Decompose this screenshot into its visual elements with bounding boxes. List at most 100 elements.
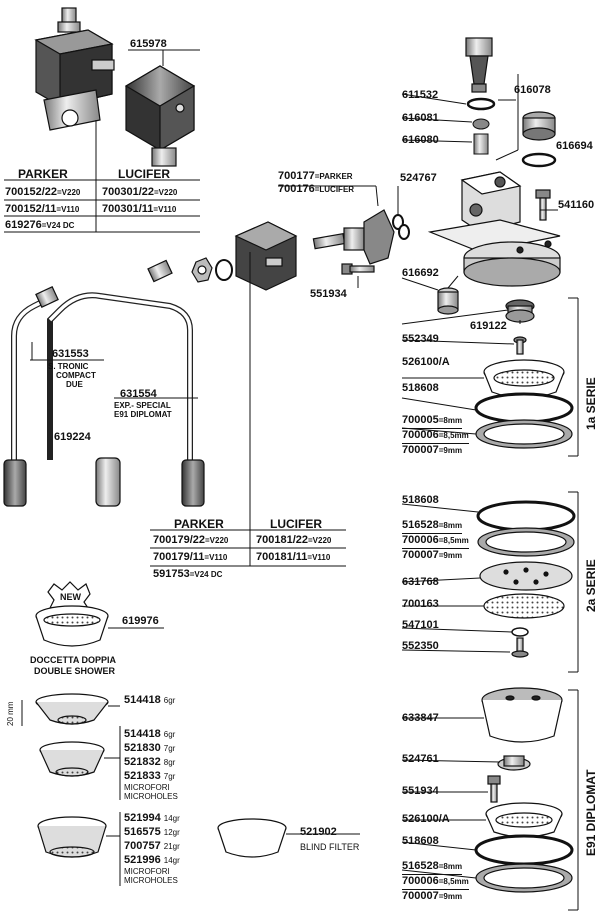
leader-line [401, 759, 501, 763]
o-ring-524767 [398, 224, 410, 240]
part-521994: 521994 14gr [124, 812, 180, 824]
microholes-1: MICROHOLES [124, 792, 178, 801]
part-615978: 615978 [130, 38, 167, 50]
part-611532: 611532 [402, 89, 439, 101]
leader-line [447, 275, 459, 289]
lucifer-header-2: LUCIFER [270, 517, 322, 531]
part-516528-1: 516528=8mm [402, 519, 463, 534]
part-700005: 700005=8mm [402, 414, 463, 429]
tube-631553-desc-1: S. TRONIC [48, 362, 89, 371]
part-541160: 541160 [558, 199, 595, 211]
gasket-518608c [474, 834, 574, 866]
part-521833: 521833 7gr [124, 770, 176, 782]
part-619976: 619976 [122, 615, 159, 627]
double-shower-619976 [35, 605, 109, 647]
screw-551934b [487, 775, 501, 803]
cap-616694 [522, 111, 556, 141]
part-700007-3: 700007=9mm [402, 890, 463, 902]
part-524767: 524767 [400, 172, 437, 184]
part-616080: 616080 [402, 134, 439, 146]
screw-541160 [535, 189, 551, 221]
o-ring-616694 [521, 152, 557, 168]
part-521830: 521830 7gr [124, 742, 176, 754]
leader-line [401, 117, 473, 123]
screw-551934 [341, 263, 375, 275]
gasket-700005 [475, 419, 573, 449]
leader-line [375, 185, 379, 207]
part-700301-22: 700301/22=V220 [102, 186, 178, 198]
microfori-2: MICROFORI [124, 867, 170, 876]
solenoid-valve-parker [34, 7, 115, 131]
washer-547101 [511, 627, 529, 637]
leader-line [401, 841, 477, 851]
part-700006-2: 700006=8,5mm [402, 534, 469, 549]
double-shower: DOUBLE SHOWER [34, 666, 115, 676]
part-700006-3: 700006=8,5mm [402, 875, 469, 890]
part-518608-2: 518608 [402, 494, 439, 506]
part-591753: 591753=V24 DC [153, 568, 223, 580]
gasket-518608b [476, 500, 576, 532]
part-631553: 631553 [52, 348, 89, 360]
nut-616692 [437, 287, 459, 315]
part-633847: 633847 [402, 712, 439, 724]
tube-631554-desc-2: E91 DIPLOMAT [114, 410, 172, 419]
part-700007-2: 700007=9mm [402, 549, 463, 561]
gasket-518608 [474, 392, 574, 424]
parker-header-2: PARKER [174, 517, 224, 531]
leader-line [401, 577, 481, 583]
leader-line [401, 93, 467, 105]
o-ring-611532 [466, 97, 496, 111]
part-616692: 616692 [402, 267, 439, 279]
part-700007-1: 700007=9mm [402, 444, 463, 456]
part-619276: 619276=V24 DC [5, 219, 75, 231]
part-514418-b: 514418 6gr [124, 728, 176, 740]
shower-526100a [483, 359, 565, 399]
end-fittings [3, 457, 205, 507]
washer-616081 [472, 118, 490, 130]
part-700006-1: 700006=8,5mm [402, 429, 469, 444]
part-524761: 524761 [402, 753, 439, 765]
blind-filter-521902 [217, 818, 287, 858]
nut [191, 257, 213, 283]
part-619122: 619122 [470, 320, 507, 332]
coil-615978 [124, 65, 196, 167]
dimension-20mm: 20 mm [6, 701, 15, 726]
part-700181-22: 700181/22=V220 [256, 534, 332, 546]
shower-700163 [483, 593, 565, 619]
part-700152-11: 700152/11=V110 [5, 203, 80, 215]
blind-filter: BLIND FILTER [300, 842, 360, 852]
part-547101: 547101 [402, 619, 439, 631]
tube-631554-desc-1: EXP.- SPECIAL [114, 401, 171, 410]
part-616081: 616081 [402, 112, 439, 124]
parker-header: PARKER [18, 167, 68, 181]
part-552350: 552350 [402, 640, 439, 652]
table-lines [4, 179, 200, 233]
valve-stem-700177 [312, 209, 395, 265]
part-551934-b: 551934 [402, 785, 439, 797]
part-700757: 700757 21gr [124, 840, 180, 852]
nozzle-616080 [473, 133, 489, 155]
part-700177: 700177=PARKER [278, 170, 353, 182]
part-700176: 700176=LUCIFER [278, 183, 355, 195]
microholes-2: MICROHOLES [124, 876, 178, 885]
gasket-516528 [477, 527, 575, 557]
disperser-631768 [479, 561, 573, 591]
e91-diplomat-label: E91 DIPLOMAT [584, 769, 598, 856]
part-616694: 616694 [556, 140, 593, 152]
table-lines [150, 529, 346, 567]
part-700179-11: 700179/11=V110 [153, 551, 228, 563]
part-700152-22: 700152/22=V220 [5, 186, 81, 198]
part-700301-11: 700301/11=V110 [102, 203, 177, 215]
leader-line [495, 149, 519, 161]
part-631768: 631768 [402, 576, 439, 588]
part-526100a-2: 526100/A [402, 813, 450, 825]
part-700179-22: 700179/22=V220 [153, 534, 229, 546]
part-616078: 616078 [514, 84, 551, 96]
fitting [35, 286, 59, 308]
doccetta-doppia: DOCCETTA DOPPIA [30, 655, 117, 665]
part-521832: 521832 8gr [124, 756, 176, 768]
fitting-616078 [465, 37, 493, 93]
part-526100a-1: 526100/A [402, 356, 450, 368]
valve-619122 [505, 299, 535, 323]
